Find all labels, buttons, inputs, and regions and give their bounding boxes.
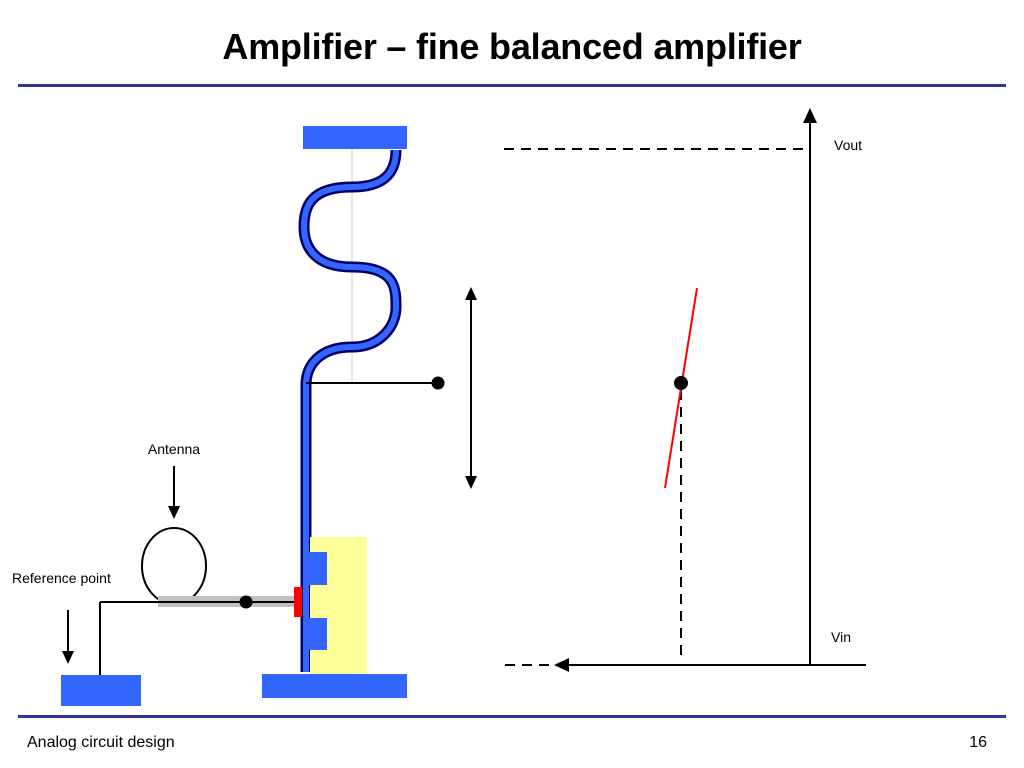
reference-dot xyxy=(239,595,253,609)
electrode-lower xyxy=(306,618,327,650)
footer-text: Analog circuit design xyxy=(27,734,175,751)
reference-arrow-head xyxy=(62,651,74,664)
antenna-label: Antenna xyxy=(148,441,200,457)
vin-axis-arrowhead xyxy=(554,658,569,672)
antenna-arrow-head xyxy=(168,506,180,519)
vin-label: Vin xyxy=(831,629,851,645)
top-anchor-plate xyxy=(303,126,407,149)
operating-point-dot xyxy=(674,376,688,390)
page-number: 16 xyxy=(969,734,987,751)
electrode-upper xyxy=(306,552,327,585)
reference-point-label: Reference point xyxy=(12,570,111,586)
output-tap-dot xyxy=(431,376,445,390)
footer-divider xyxy=(18,715,1006,718)
antenna-loop xyxy=(141,527,207,605)
ground-plate xyxy=(61,675,141,706)
red-contact xyxy=(294,587,302,617)
bottom-anchor-plate xyxy=(262,674,407,698)
serpentine-spring xyxy=(298,149,402,672)
title-divider xyxy=(18,84,1006,87)
transfer-graph: Vout Vin xyxy=(504,108,866,672)
vout-axis-arrowhead xyxy=(803,108,817,123)
vout-label: Vout xyxy=(834,137,862,153)
displacement-arrow xyxy=(465,287,477,489)
slide-title: Amplifier – fine balanced amplifier xyxy=(222,26,802,67)
